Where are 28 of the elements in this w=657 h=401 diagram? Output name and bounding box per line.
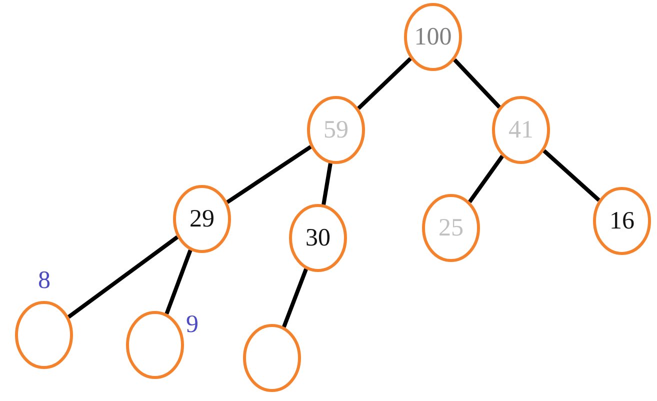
tree-node [593, 187, 651, 255]
node-label: 8 [38, 268, 50, 293]
tree-node [173, 185, 231, 253]
empty-tree-node [15, 301, 73, 369]
tree-edge [468, 154, 504, 204]
tree-edge [282, 268, 308, 328]
tree-edge [322, 163, 332, 205]
tree-edge [357, 57, 412, 110]
node-value: 100 [413, 24, 453, 50]
empty-tree-node [243, 324, 301, 392]
node-value: 59 [322, 118, 350, 142]
tree-node [404, 3, 462, 71]
node-value: 25 [438, 216, 464, 240]
tree-edge [453, 58, 501, 109]
tree-node [422, 194, 480, 262]
tree-node [307, 96, 365, 164]
tree-edge [542, 149, 600, 202]
tree-node [289, 204, 347, 272]
node-value: 41 [508, 118, 534, 142]
empty-tree-node [126, 311, 184, 379]
node-value: 29 [188, 206, 216, 232]
tree-edge [67, 235, 179, 319]
node-value: 30 [304, 226, 332, 250]
node-label: 9 [186, 312, 198, 337]
tree-edge [226, 145, 312, 204]
tree-edge [164, 249, 192, 315]
node-value: 16 [608, 208, 636, 234]
tree-node [492, 96, 550, 164]
